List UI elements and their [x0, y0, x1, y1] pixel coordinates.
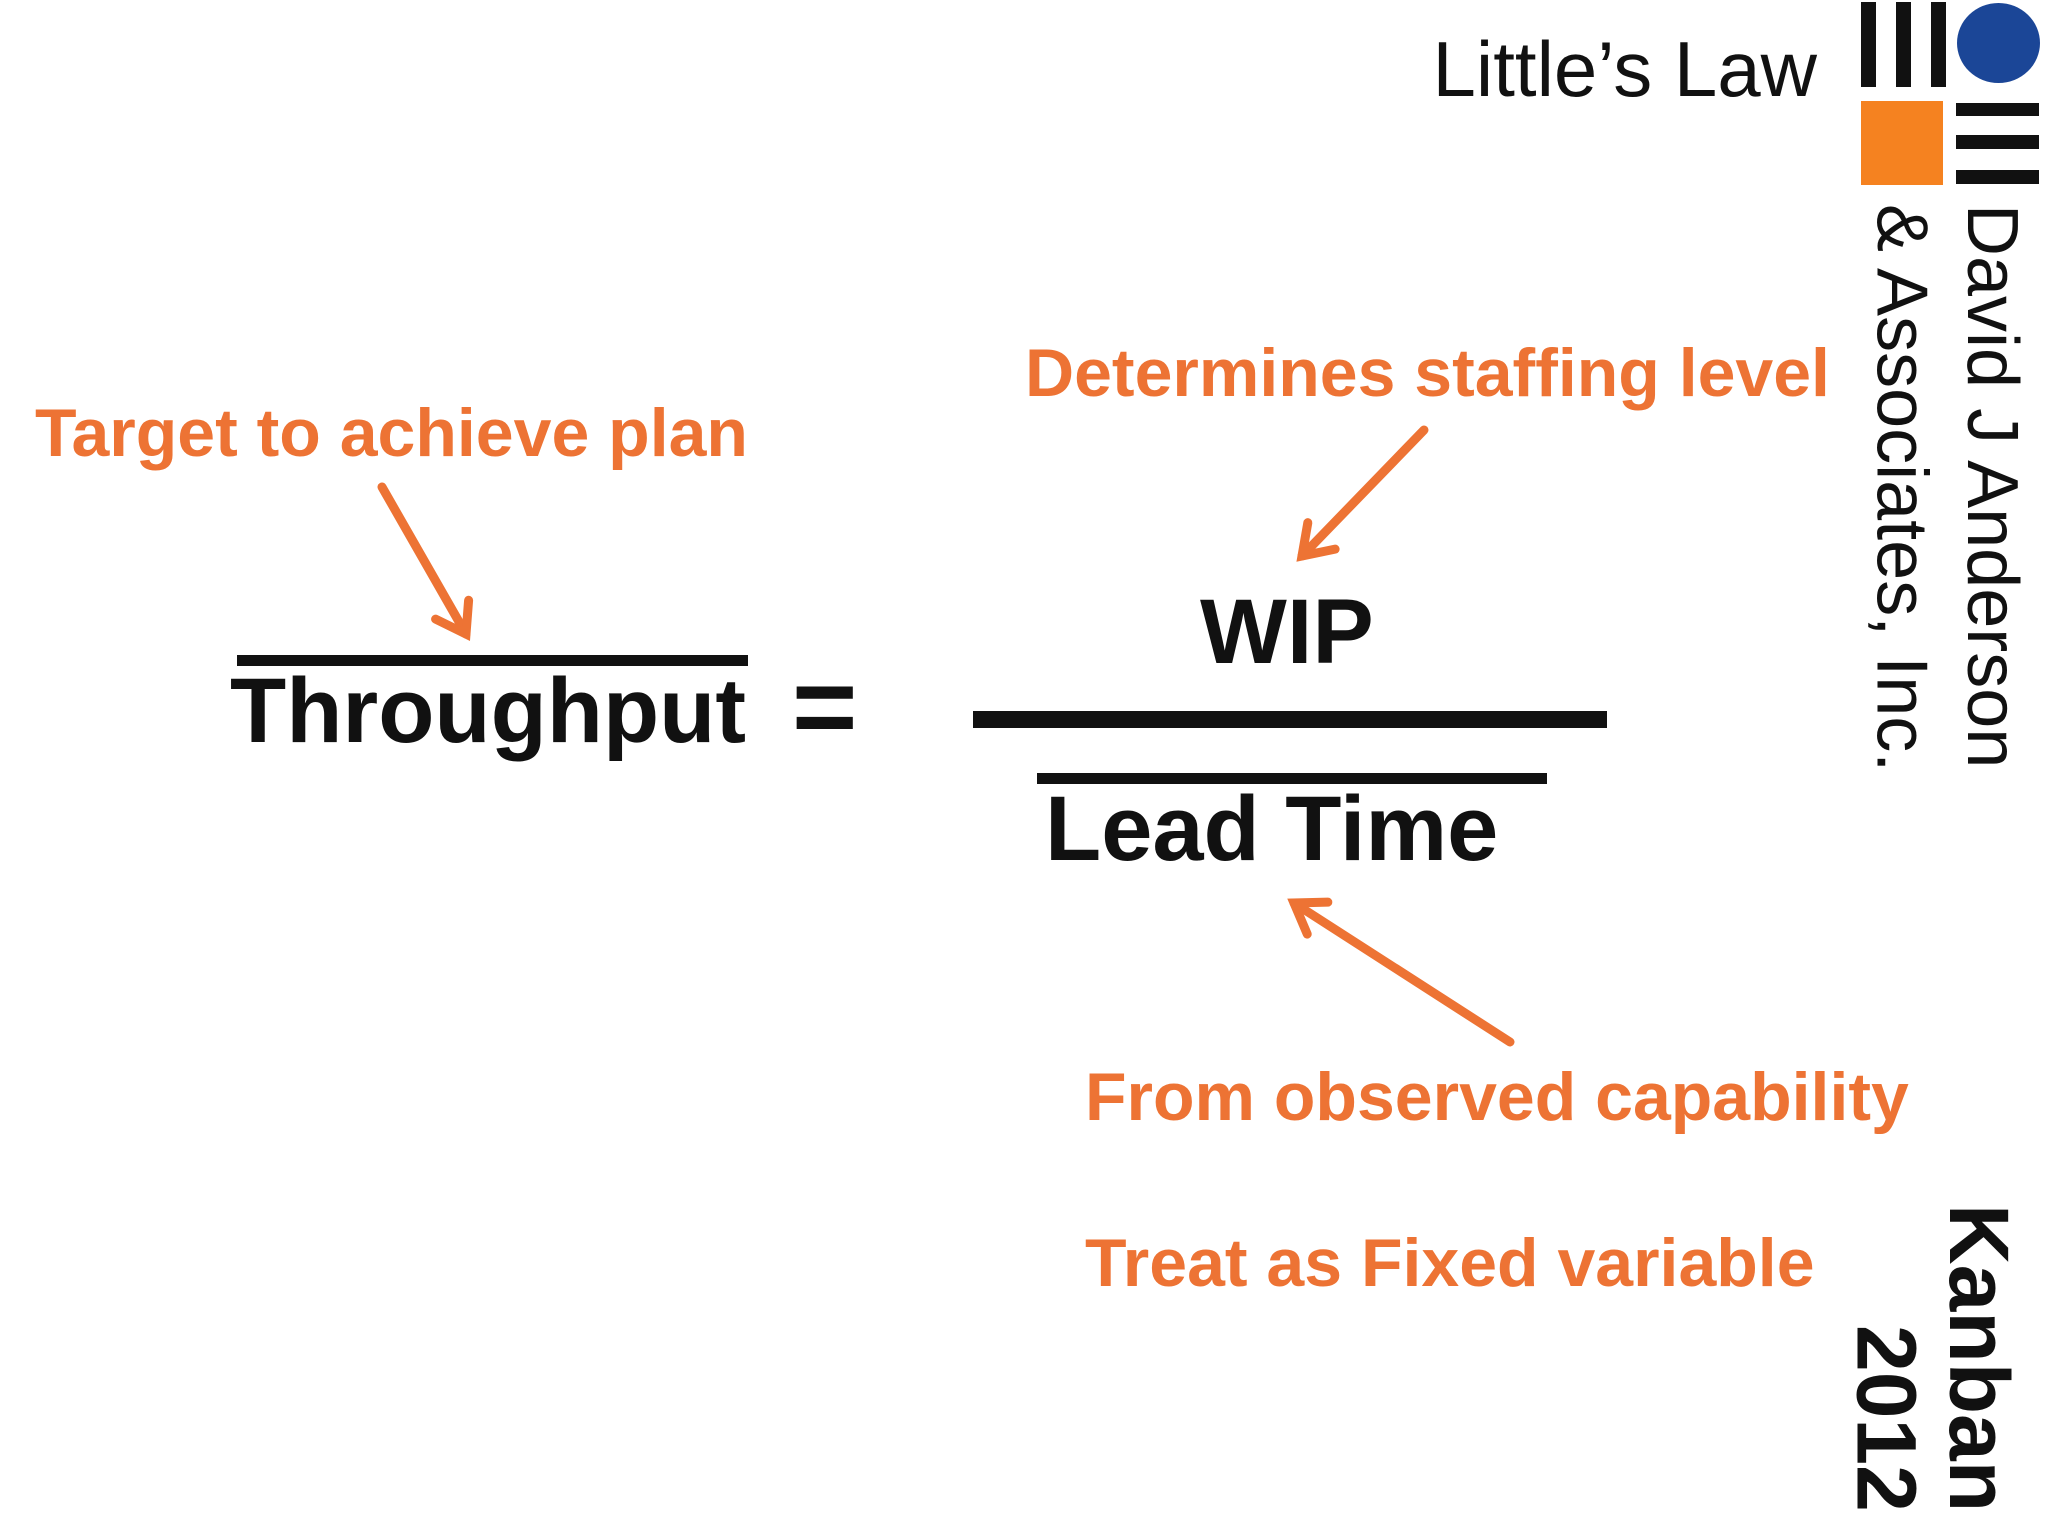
annotation-treat-as-fixed-variable: Treat as Fixed variable [1085, 1225, 1815, 1301]
annotation-from-observed-capability: From observed capability [1085, 1059, 1909, 1135]
formula-lhs-throughput: Throughput [230, 660, 747, 762]
company-name-vertical: David J Anderson & Associates, Inc. [1855, 204, 2037, 864]
arrow-staffing-to-wip-icon [1296, 425, 1429, 562]
logo-horizontal-bar-icon [1956, 103, 2039, 116]
annotation-target-to-achieve-plan: Target to achieve plan [35, 395, 748, 471]
conference-year: 2012 [1839, 1325, 1934, 1512]
arrow-target-to-throughput-icon [377, 482, 474, 641]
annotation-determines-staffing-level: Determines staffing level [1025, 335, 1830, 411]
logo-vertical-bar-icon [1861, 2, 1876, 87]
conference-name: Kanban [1932, 1203, 2026, 1512]
fraction-bar [973, 711, 1607, 728]
leadtime-overline [1037, 773, 1547, 784]
logo-circle-icon [1957, 3, 2040, 83]
company-name-line2: & Associates, Inc. [1861, 204, 1942, 773]
slide-title: Little’s Law [1432, 25, 1817, 113]
logo-square-icon [1861, 101, 1943, 185]
company-name-line1: David J Anderson [1952, 204, 2032, 769]
logo-horizontal-bar-icon [1956, 170, 2039, 184]
conference-name-vertical: Kanban 2012 [1839, 1180, 2026, 1512]
formula-numerator-wip: WIP [1200, 581, 1374, 683]
arrow-observed-to-leadtime-icon [1287, 897, 1515, 1047]
logo-vertical-bar-icon [1931, 2, 1946, 87]
formula-denominator-lead-time: Lead Time [1045, 778, 1499, 880]
logo-vertical-bar-icon [1896, 2, 1911, 87]
logo-horizontal-bar-icon [1956, 135, 2039, 149]
throughput-overline [237, 655, 748, 666]
equals-sign: = [792, 644, 858, 769]
